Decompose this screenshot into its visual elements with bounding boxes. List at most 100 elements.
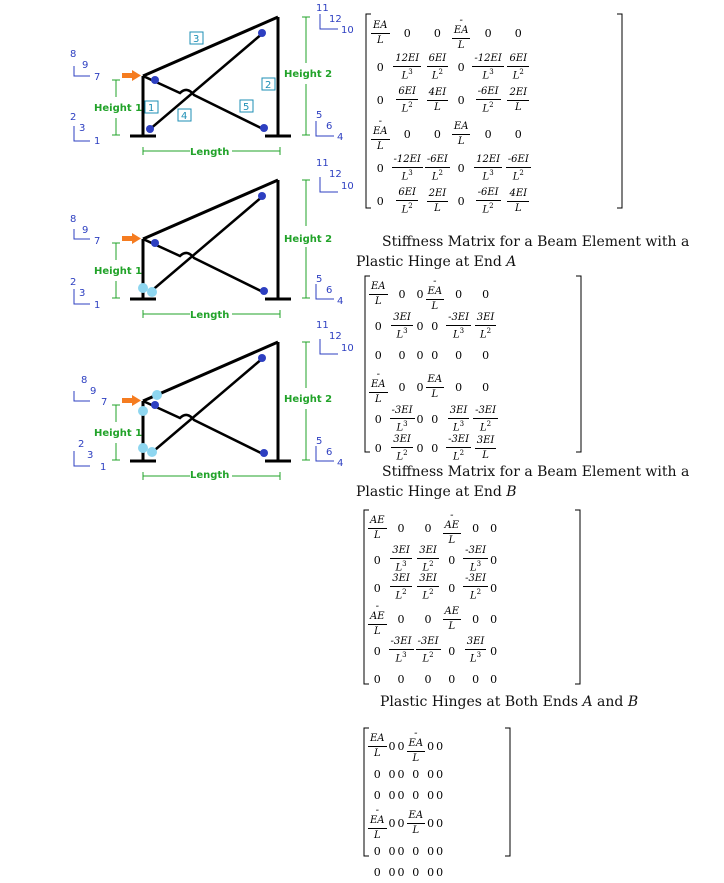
frame-structure [130,340,291,463]
matrix-cell: 0 [457,94,465,107]
matrix-cell: 0 [490,613,498,626]
dimension-lines [112,16,310,155]
matrix-cell: 0 [397,522,405,535]
svg-text:3: 3 [87,450,93,461]
load-arrow [122,233,141,244]
matrix-cell: 0 [514,27,522,40]
svg-text:2: 2 [78,439,84,450]
matrix-cell: 0 [472,672,480,686]
matrix-cell: 0 [373,789,381,802]
svg-text:1: 1 [148,103,154,114]
matrix-cell: 0 [431,442,439,455]
svg-text:Height 1: Height 1 [94,266,142,277]
matrix-cell: 0 [427,789,435,802]
matrix-cell: 0 [455,288,463,301]
matrix-cell: 0 [373,672,381,686]
plastic-hinges [138,283,157,297]
matrix-cell: 0 [376,195,384,208]
matrix-cell: 0 [482,288,490,301]
matrix-cell: 0 [376,94,384,107]
svg-text:1: 1 [94,300,100,311]
load-arrow [122,395,141,406]
svg-text:11: 11 [316,158,329,169]
matrix-cell: 0 [490,644,498,658]
frame-diagram-3: Height 1 Height 2 Length 897 231 111210 … [73,320,354,481]
dimension-lines [112,179,310,318]
matrix-cell: 0 [448,553,456,567]
matrix-cell: 0 [436,768,444,781]
svg-text:Length: Length [190,310,229,321]
svg-text:Height 2: Height 2 [284,394,332,405]
dof-arrows [73,339,338,467]
svg-text:3: 3 [79,123,85,134]
matrix-cell: 0 [436,740,444,753]
plastic-hinges [138,390,162,457]
svg-text:4: 4 [181,111,187,122]
matrix-cell: 0 [490,553,498,567]
frame-diagram-1: 3 2 1 4 5 Height 1 Height 2 Length 897 2… [70,3,354,158]
matrix-cell: 0 [397,866,405,879]
matrix-cell: 0 [436,817,444,830]
frame-structure [130,15,291,138]
svg-text:3: 3 [79,288,85,299]
member-labels: 3 2 1 4 5 [144,31,276,122]
svg-text:Height 1: Height 1 [94,103,142,114]
svg-text:1: 1 [94,136,100,147]
svg-text:7: 7 [94,72,100,83]
matrix-cell: 0 [398,381,406,394]
svg-text:5: 5 [243,102,249,113]
nodes [146,29,268,133]
svg-text:8: 8 [70,214,76,225]
svg-text:9: 9 [90,386,96,397]
matrix-cell: 0 [482,349,490,362]
matrix-cell: 0 [416,413,424,426]
matrix-cell: 0 [472,613,480,626]
matrix-cell: 0 [427,817,435,830]
matrix-cell: 0 [388,845,396,858]
matrix-cell: 0 [373,768,381,781]
matrix-cell: 0 [398,288,406,301]
matrix-cell: 0 [431,413,439,426]
svg-text:1: 1 [100,462,106,473]
svg-text:9: 9 [82,225,88,236]
frame-diagram-2: Height 1 Height 2 Length 897 231 111210 … [70,158,354,321]
caption-both-hinges: Plastic Hinges at Both Ends A and B [380,694,639,710]
matrix-cell: 0 [403,27,411,40]
matrix-cell: 0 [448,581,456,595]
matrix-cell: 0 [490,522,498,535]
matrix-cell: 0 [427,740,435,753]
matrix-cell: 0 [433,128,441,141]
matrix-cell: 0 [373,845,381,858]
dof-arrows [73,177,338,305]
svg-text:2: 2 [70,112,76,123]
